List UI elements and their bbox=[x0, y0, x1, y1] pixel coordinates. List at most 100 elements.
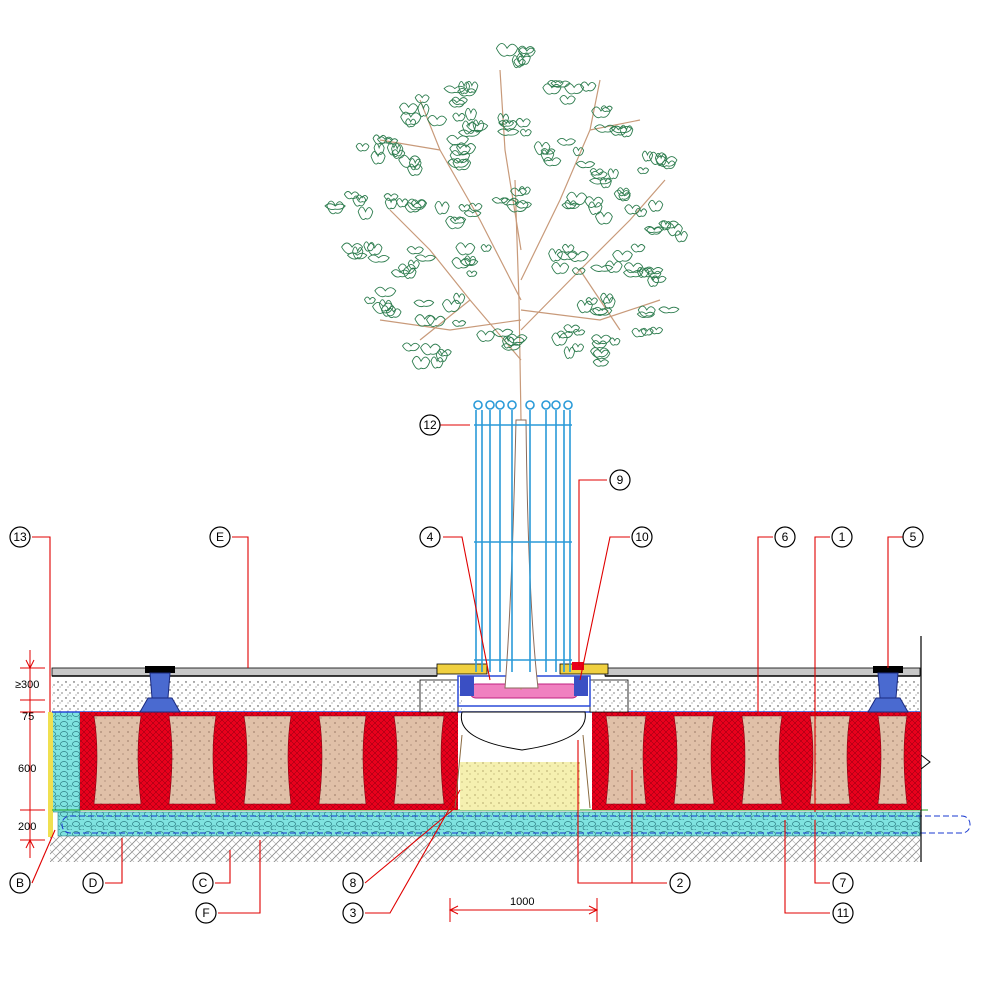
leaf-cluster bbox=[641, 150, 654, 162]
leaf-cluster bbox=[458, 204, 471, 212]
leaf-cluster bbox=[563, 346, 576, 360]
leaf-cluster bbox=[591, 340, 608, 349]
leaf-cluster bbox=[452, 112, 466, 122]
leaf-cluster bbox=[590, 170, 608, 179]
leaf-cluster bbox=[405, 118, 417, 128]
leaf-cluster bbox=[514, 201, 532, 209]
leaf-cluster bbox=[567, 250, 589, 262]
leaf-cluster bbox=[571, 343, 585, 353]
leaf-cluster bbox=[464, 107, 477, 121]
leaf-cluster bbox=[643, 226, 665, 234]
leaf-cluster bbox=[643, 266, 664, 275]
anchor-red bbox=[572, 662, 584, 670]
leaf-cluster bbox=[556, 137, 576, 146]
leaf-cluster bbox=[491, 197, 509, 204]
leaf-cluster bbox=[406, 246, 424, 255]
leaf-cluster bbox=[510, 187, 527, 197]
leaf-cluster bbox=[647, 199, 664, 212]
pit-edge-right bbox=[589, 679, 629, 713]
crate-soil-void bbox=[605, 715, 647, 805]
leaf-cluster bbox=[376, 136, 393, 144]
leaf-cluster bbox=[612, 250, 633, 263]
leaf-cluster bbox=[363, 241, 375, 252]
leaf-cluster bbox=[637, 305, 656, 317]
leaf-cluster bbox=[636, 311, 656, 318]
leaf-cluster bbox=[458, 80, 471, 95]
leaf-cluster bbox=[426, 315, 446, 327]
leaf-cluster bbox=[648, 151, 667, 165]
svg-text:F: F bbox=[202, 906, 209, 920]
leaf-cluster bbox=[461, 120, 477, 135]
leaf-cluster bbox=[571, 267, 586, 275]
leaf-cluster bbox=[572, 329, 586, 336]
leaf-cluster bbox=[551, 262, 570, 275]
leaf-cluster bbox=[414, 314, 436, 327]
crate-soil-void bbox=[393, 715, 445, 805]
crate-soil-void bbox=[741, 715, 783, 805]
callout-12: 12 bbox=[419, 414, 441, 436]
leaf-cluster bbox=[391, 149, 406, 159]
callout-7: 7 bbox=[832, 872, 854, 894]
leaf-cluster bbox=[441, 299, 461, 313]
svg-text:12: 12 bbox=[423, 418, 437, 432]
leaf-cluster bbox=[427, 115, 448, 127]
leaf-cluster bbox=[658, 220, 679, 229]
dimension-chain-left bbox=[20, 650, 45, 858]
bedding-layer-right bbox=[590, 680, 920, 712]
leaf-cluster bbox=[466, 270, 478, 278]
crate-soil-void bbox=[809, 715, 851, 805]
soil-cell-crates-right bbox=[592, 712, 921, 810]
leaf-cluster bbox=[609, 337, 621, 346]
leaf-cluster bbox=[385, 138, 399, 145]
tree-foliage bbox=[324, 43, 688, 370]
svg-text:10: 10 bbox=[635, 530, 649, 544]
paving-layer-right bbox=[604, 667, 921, 677]
leaf-cluster bbox=[566, 191, 588, 206]
leaf-cluster bbox=[513, 58, 526, 67]
leaf-cluster bbox=[561, 202, 581, 210]
leaf-cluster bbox=[506, 333, 528, 344]
anchor-left bbox=[460, 676, 474, 696]
leaf-cluster bbox=[540, 149, 555, 162]
leaf-cluster bbox=[551, 332, 568, 346]
svg-text:8: 8 bbox=[350, 876, 357, 890]
pedestal-left bbox=[139, 666, 181, 713]
svg-text:D: D bbox=[89, 876, 98, 890]
leaf-cluster bbox=[367, 254, 390, 263]
leaf-cluster bbox=[589, 168, 604, 176]
tree-trunk bbox=[504, 419, 539, 689]
leaf-cluster bbox=[497, 128, 520, 136]
leaf-cluster bbox=[495, 43, 519, 57]
pedestal-right bbox=[867, 666, 909, 713]
leaf-cluster bbox=[407, 259, 420, 270]
leaf-cluster bbox=[480, 244, 492, 252]
leaf-cluster bbox=[533, 141, 551, 156]
callout-11: 11 bbox=[832, 902, 854, 924]
leaf-cluster bbox=[341, 242, 364, 255]
leaf-cluster bbox=[446, 134, 469, 146]
leaf-cluster bbox=[402, 267, 417, 279]
leaf-cluster bbox=[595, 211, 613, 225]
callout-D: D bbox=[82, 872, 104, 894]
svg-text:E: E bbox=[216, 530, 224, 544]
leaf-cluster bbox=[592, 306, 613, 316]
leaf-cluster bbox=[411, 355, 431, 370]
pit-edge-left bbox=[419, 679, 459, 713]
leaf-cluster bbox=[456, 142, 477, 155]
dim-200: 200 bbox=[18, 821, 36, 833]
anchor-right bbox=[574, 676, 588, 696]
leaf-cluster bbox=[466, 122, 489, 132]
leaf-cluster bbox=[592, 358, 610, 367]
leaf-cluster bbox=[674, 230, 688, 243]
leaf-cluster bbox=[408, 158, 422, 171]
crate-soil-void bbox=[318, 715, 367, 805]
leaf-cluster bbox=[452, 157, 472, 171]
leaf-cluster bbox=[398, 154, 421, 168]
svg-text:9: 9 bbox=[617, 473, 624, 487]
leaf-cluster bbox=[600, 292, 614, 304]
leaf-cluster bbox=[576, 300, 593, 314]
svg-text:5: 5 bbox=[910, 530, 917, 544]
leaf-cluster bbox=[610, 125, 633, 134]
leaf-cluster bbox=[660, 220, 672, 231]
